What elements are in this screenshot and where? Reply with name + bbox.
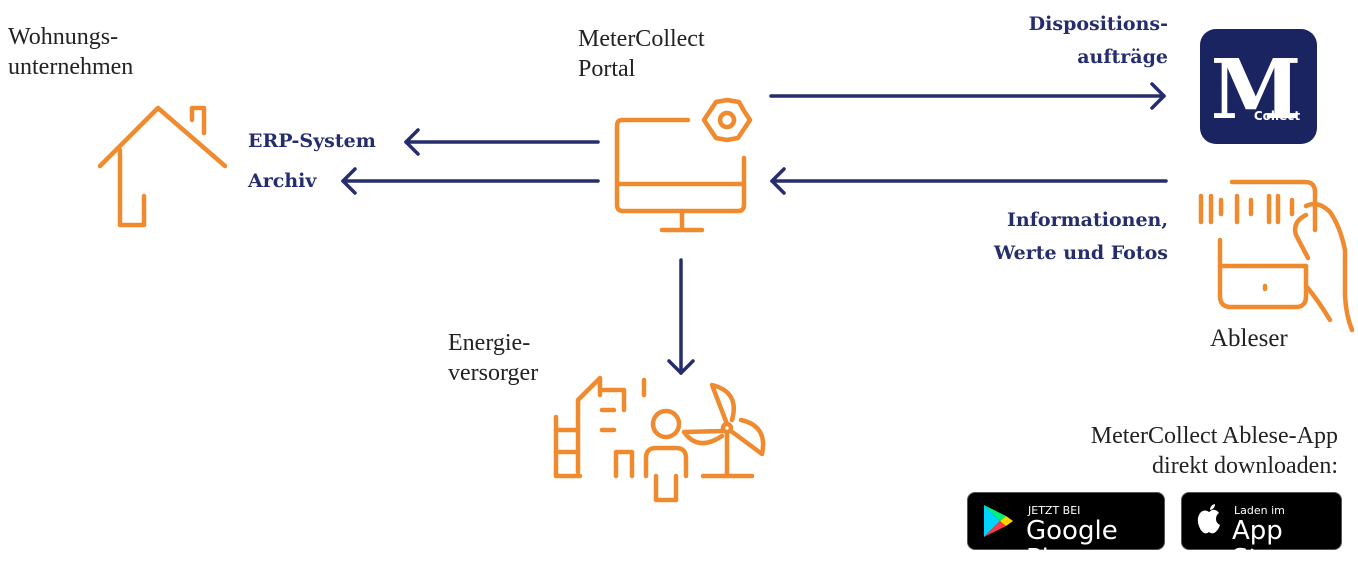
ableser-label: Ableser — [1210, 325, 1288, 352]
dispo-line1: Dispositions- — [1028, 13, 1168, 35]
archiv-label: Archiv — [248, 170, 317, 192]
wohnungsunternehmen-label: Wohnungs- unternehmen — [8, 22, 133, 82]
arrow-to-erp — [404, 128, 600, 156]
info-line1: Informationen, — [1007, 209, 1168, 231]
arrow-to-energy — [667, 258, 695, 375]
dispo-line2: aufträge — [1077, 46, 1168, 68]
arrow-from-phone — [770, 167, 1168, 195]
energie-line2: versorger — [448, 360, 539, 386]
arrow-to-app — [769, 82, 1166, 110]
monitor-gear-icon — [614, 97, 753, 233]
dispositionsauftraege-label: Dispositions- aufträge — [1029, 8, 1168, 74]
google-play-icon — [984, 505, 1013, 537]
apple-icon — [1197, 504, 1220, 534]
apple-big-text: App Store — [1232, 516, 1301, 574]
wohnung-line1: Wohnungs- — [8, 24, 119, 50]
energie-line1: Energie- — [448, 330, 531, 356]
portal-label: MeterCollect Portal — [578, 24, 705, 84]
metercollect-app-logo: M Collect — [1200, 29, 1317, 144]
app-store-button[interactable]: Laden im App Store — [1181, 492, 1342, 573]
download-line2: direkt downloaden: — [1152, 453, 1338, 479]
app-logo-sub: Collect — [1254, 109, 1301, 123]
info-line2: Werte und Fotos — [993, 242, 1168, 264]
app-logo-letter: M — [1211, 42, 1302, 138]
google-big-text: Google Play — [1026, 516, 1118, 574]
apple-small-text: Laden im — [1234, 504, 1285, 517]
informationen-label: Informationen, Werte und Fotos — [994, 204, 1168, 270]
download-line1: MeterCollect Ablese-App — [1090, 423, 1338, 449]
google-small-text: JETZT BEI — [1028, 504, 1081, 517]
wohnung-line2: unternehmen — [8, 54, 134, 80]
google-play-button[interactable]: JETZT BEI Google Play — [967, 492, 1165, 573]
portal-line2: Portal — [578, 56, 636, 82]
energy-provider-icon — [553, 375, 766, 503]
portal-line1: MeterCollect — [578, 26, 705, 52]
arrow-to-archiv — [341, 167, 600, 195]
diagram-canvas: M Collect — [97, 29, 1355, 503]
house-icon — [97, 105, 228, 228]
download-label: MeterCollect Ablese-App direkt downloade… — [1091, 421, 1338, 481]
phone-hand-icon — [1198, 179, 1355, 333]
arrows — [341, 82, 1168, 375]
erp-system-label: ERP-System — [248, 130, 376, 152]
energieversorger-label: Energie- versorger — [448, 328, 538, 388]
